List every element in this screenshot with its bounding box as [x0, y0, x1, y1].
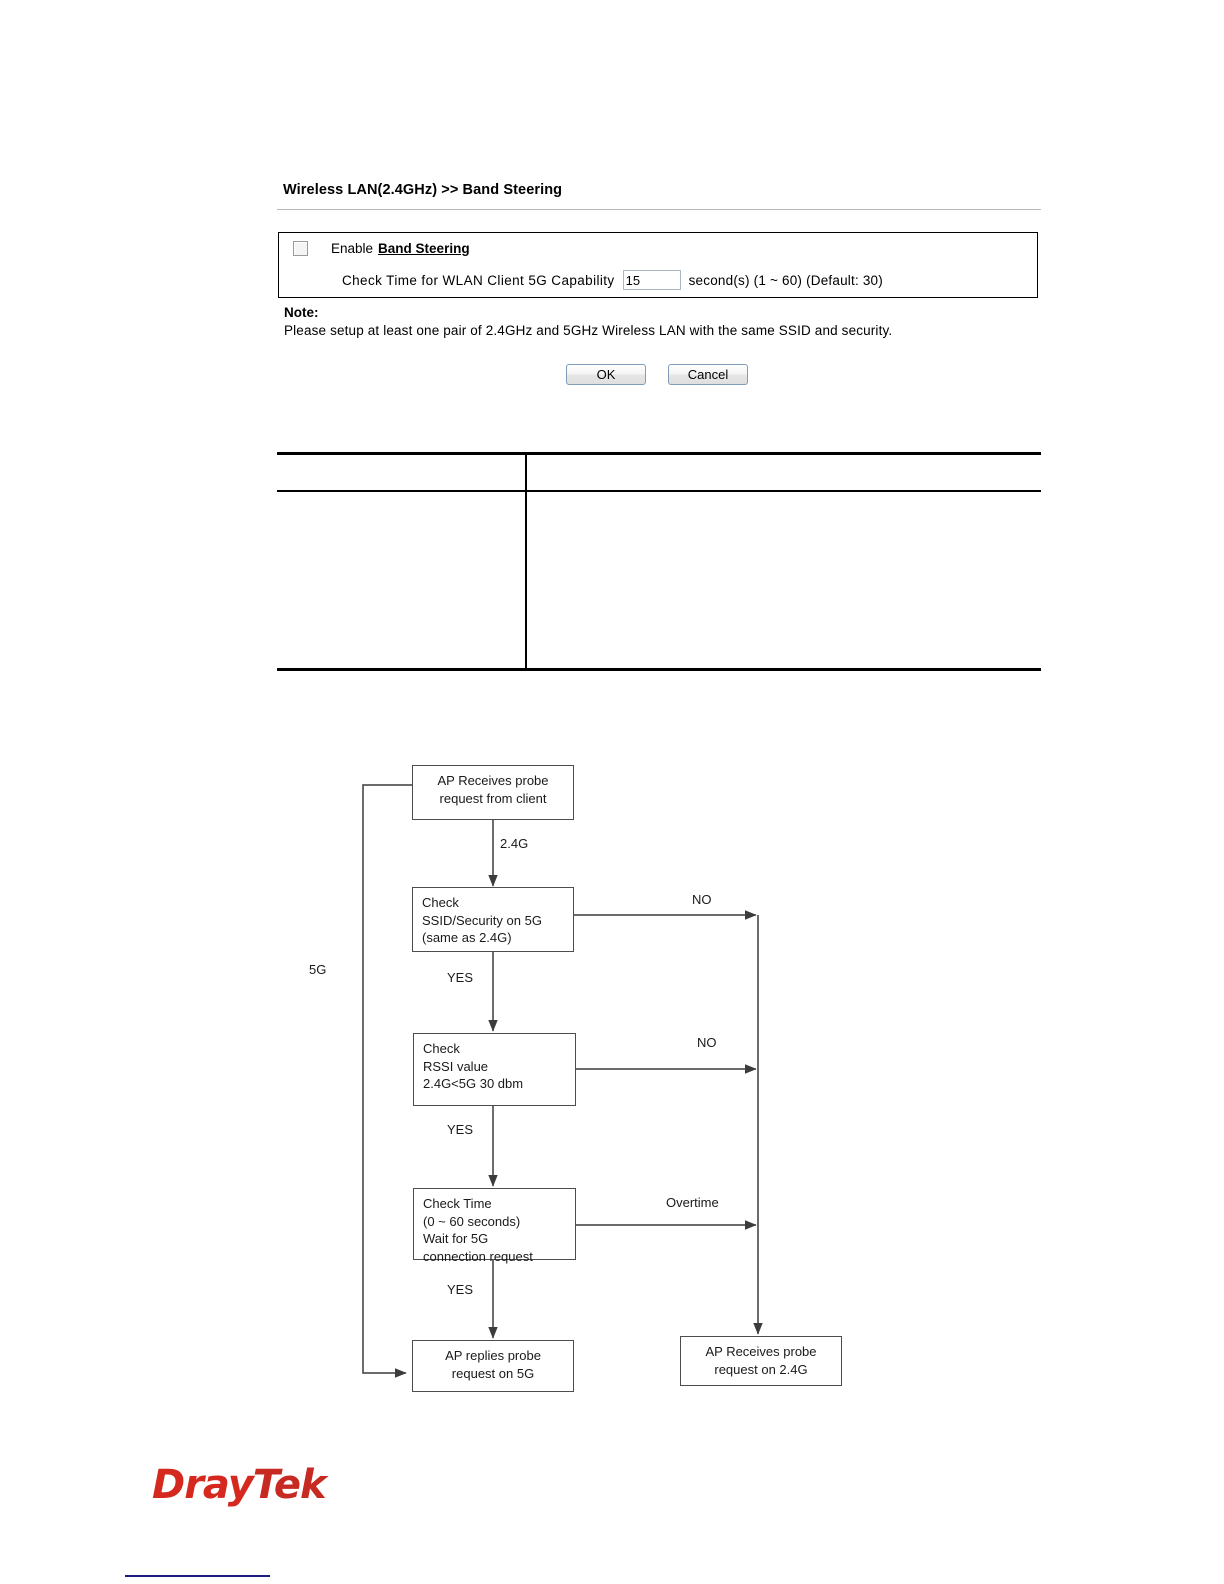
- table-column-divider: [525, 454, 527, 670]
- button-row: OK Cancel: [566, 364, 748, 385]
- table-bottom-border: [277, 668, 1041, 671]
- enable-label: Enable: [331, 241, 374, 256]
- table-header-rule: [277, 490, 1041, 492]
- check-time-label: Check Time for WLAN Client 5G Capability: [342, 272, 615, 288]
- flow-label-overtime: Overtime: [666, 1195, 719, 1210]
- table-top-border: [277, 452, 1041, 455]
- flowchart-connectors: [362, 784, 763, 1378]
- title-divider: [277, 209, 1041, 210]
- page-title: Wireless LAN(2.4GHz) >> Band Steering: [283, 182, 563, 198]
- ok-button[interactable]: OK: [566, 364, 646, 385]
- flow-label-yes-3: YES: [447, 1282, 474, 1297]
- flow-label-no-2: NO: [697, 1035, 717, 1050]
- note-label: Note:: [284, 305, 319, 320]
- check-time-suffix: second(s) (1 ~ 60) (Default: 30): [688, 272, 883, 288]
- enable-band-steering-checkbox[interactable]: [293, 241, 308, 256]
- flow-label-band-5g: 5G: [309, 962, 327, 977]
- note-text: Please setup at least one pair of 2.4GHz…: [284, 323, 893, 338]
- logo-tek-text: Tek: [252, 1462, 327, 1508]
- description-table: [277, 452, 1041, 671]
- flow-label-no-1: NO: [692, 892, 712, 907]
- draytek-logo: DrayTek: [152, 1462, 327, 1508]
- flow-label-yes-2: YES: [447, 1122, 474, 1137]
- band-steering-settings-box: Enable Band Steering Check Time for WLAN…: [278, 232, 1038, 298]
- check-time-input[interactable]: [622, 270, 681, 290]
- footer-divider: [125, 1575, 270, 1577]
- enable-band-steering-row[interactable]: Enable Band Steering: [293, 241, 470, 256]
- cancel-button[interactable]: Cancel: [668, 364, 748, 385]
- flow-label-yes-1: YES: [447, 970, 474, 985]
- logo-dray-text: Dray: [152, 1462, 254, 1508]
- check-time-row: Check Time for WLAN Client 5G Capability…: [342, 270, 883, 290]
- band-steering-link[interactable]: Band Steering: [378, 241, 470, 256]
- flow-label-band-24g: 2.4G: [500, 836, 529, 851]
